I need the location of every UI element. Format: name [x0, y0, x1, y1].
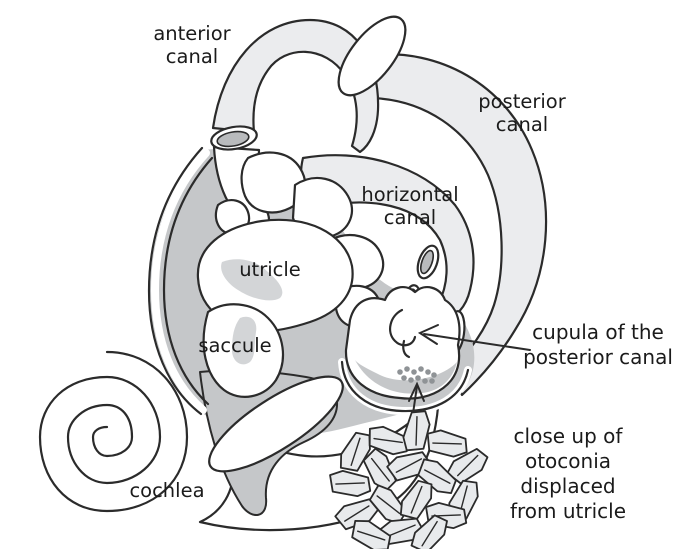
label-posterior-canal-line2: canal — [495, 113, 549, 136]
label-utricle: utricle — [225, 258, 315, 281]
vestibule-lobe-1 — [240, 151, 307, 214]
bony-wall-band — [150, 149, 210, 414]
cochlea-disk — [21, 351, 193, 523]
label-cochlea: cochlea — [122, 479, 212, 502]
label-cupula-line2: posterior canal — [523, 345, 673, 369]
label-cochlea-text: cochlea — [129, 479, 205, 502]
label-otoconia-line2: otoconia — [524, 449, 612, 473]
cupula-flap — [389, 308, 417, 347]
ampulla-drawing — [338, 286, 472, 416]
label-otoconia-line3: displaced — [520, 474, 616, 498]
horizontal-canal-end-opening — [419, 249, 435, 275]
label-horizontal-canal: horizontal canal — [335, 183, 485, 229]
label-anterior-canal: anterior canal — [122, 22, 262, 68]
label-anterior-canal-line2: canal — [165, 45, 219, 68]
label-saccule: saccule — [190, 334, 280, 357]
bony-wall-drawing — [147, 146, 214, 416]
cochlea-spiral — [38, 350, 189, 513]
otoconia-dots — [397, 366, 437, 384]
anterior-canal-stump-opening — [216, 130, 250, 148]
label-posterior-canal-line1: posterior — [478, 90, 566, 113]
bony-wall-inner-line — [162, 156, 214, 406]
otoconium-crystal — [351, 519, 392, 549]
otoconium-crystal — [329, 469, 372, 498]
label-cupula-callout: cupula of the posterior canal — [515, 320, 681, 370]
cochlear-duct-oval — [208, 375, 344, 473]
endolymphatic-duct-drawing — [337, 15, 407, 97]
cupula-arrow-head — [417, 324, 439, 345]
label-otoconia-line1: close up of — [513, 424, 623, 448]
anterior-canal-tube — [211, 18, 380, 154]
label-horizontal-canal-line1: horizontal — [361, 183, 459, 206]
utricle-macula — [221, 259, 283, 301]
otoconia-arrow-head — [408, 381, 425, 402]
label-horizontal-canal-line2: canal — [383, 206, 437, 229]
label-utricle-text: utricle — [239, 258, 301, 281]
label-otoconia-line4: from utricle — [509, 499, 627, 523]
label-posterior-canal: posterior canal — [447, 90, 597, 136]
otoconium-crystal — [417, 458, 457, 494]
otoconia-crystal-cluster — [329, 410, 489, 549]
ampulla-outer-rim — [340, 360, 470, 413]
otoconium-crystal — [368, 425, 408, 456]
cupula-arrow-shaft — [423, 333, 531, 351]
label-saccule-text: saccule — [198, 334, 272, 357]
otoconium-crystal — [402, 410, 431, 452]
bony-wall-outer-line — [147, 146, 204, 416]
otoconium-crystal — [426, 429, 468, 458]
anterior-canal-drawing — [211, 18, 380, 154]
label-otoconia-callout: close up of otoconia displaced from utri… — [500, 424, 636, 524]
label-cupula-line1: cupula of the — [532, 320, 664, 344]
membranous-labyrinth-drawing — [196, 145, 385, 473]
posterior-canal-drawing — [368, 53, 548, 397]
label-anterior-canal-line1: anterior — [153, 22, 231, 45]
otoconium-crystal — [410, 514, 448, 549]
endolymphatic-duct — [337, 15, 407, 97]
posterior-canal-tube — [368, 53, 548, 397]
settled-otoconia-layer — [355, 360, 457, 394]
saccule-macula — [232, 316, 257, 365]
cupula-tail — [402, 339, 411, 359]
